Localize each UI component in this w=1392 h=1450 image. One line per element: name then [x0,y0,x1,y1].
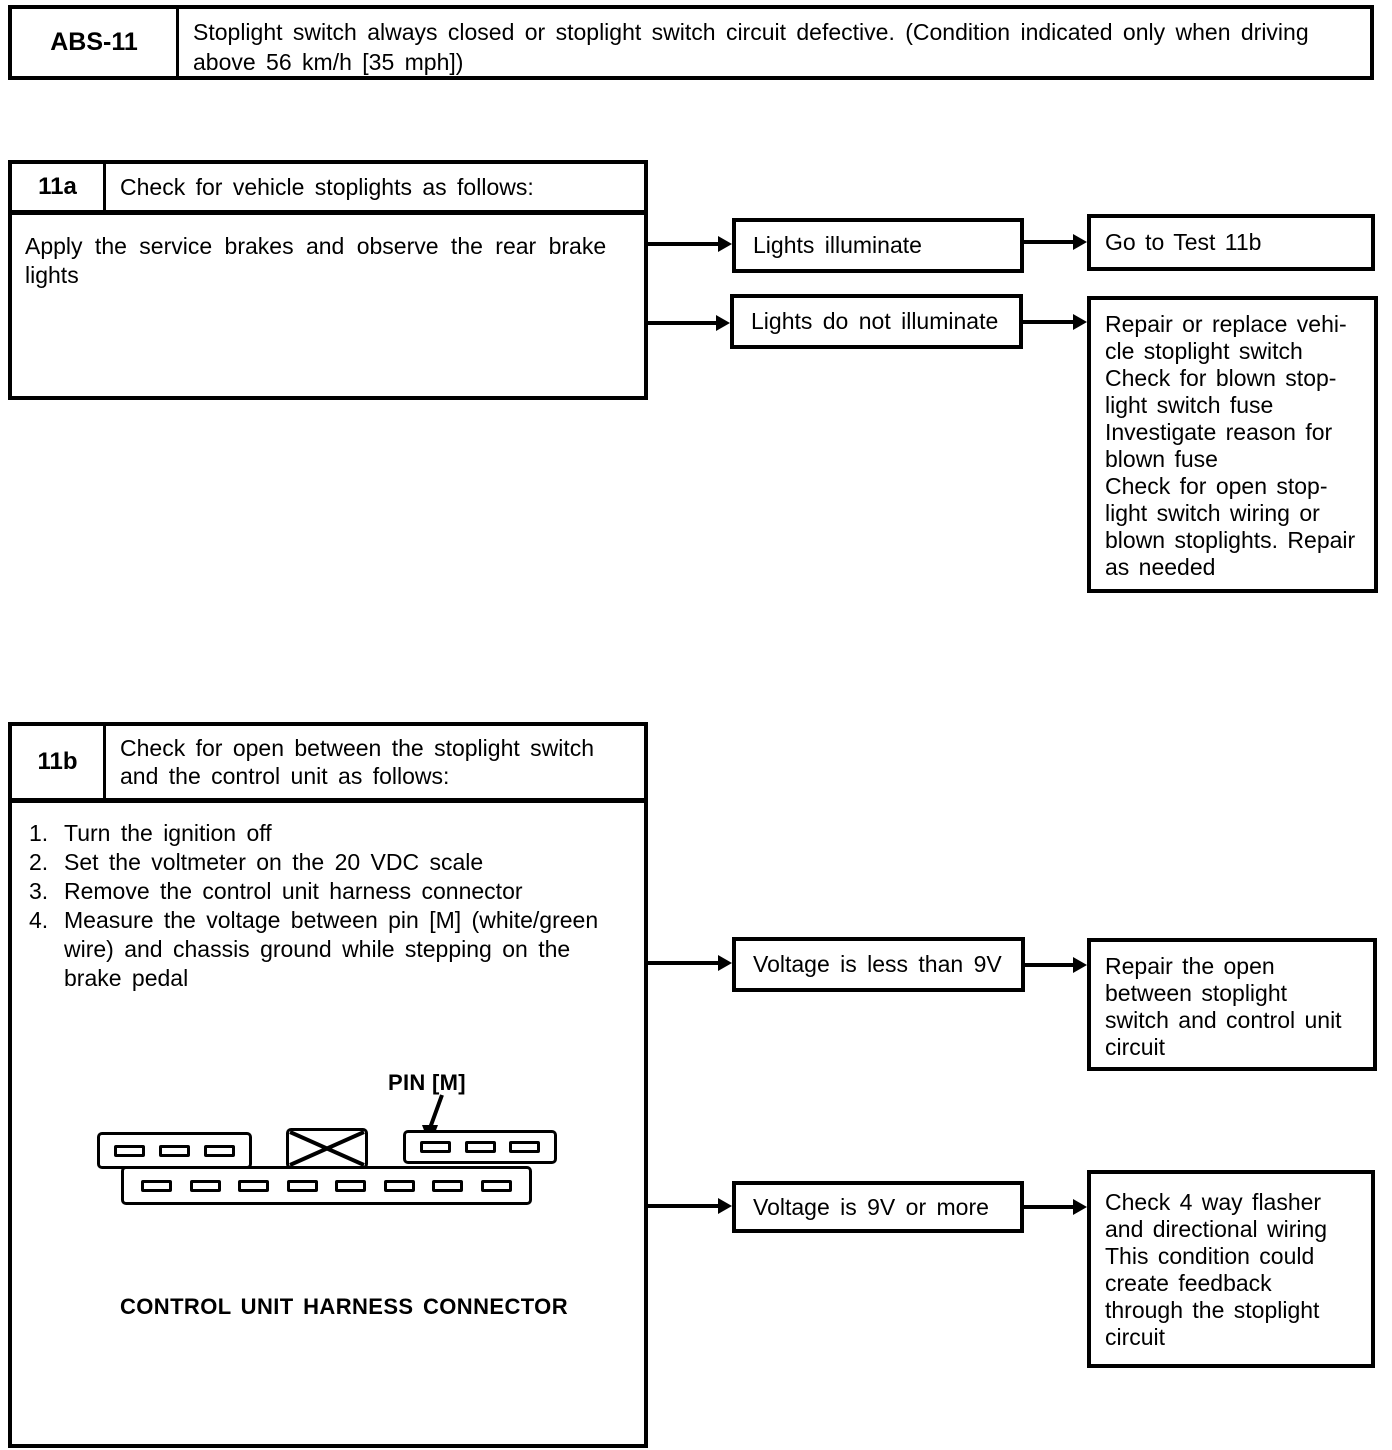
fault-description: Stoplight switch always closed or stopli… [193,19,1309,75]
connector-block-left [97,1132,252,1169]
test-11b-procedure-box: 1. Turn the ignition off 2. Set the volt… [8,799,648,1448]
condition-box-lights-do-not-illuminate: Lights do not illuminate [730,294,1023,349]
pin-slot [464,1141,496,1153]
arrowhead-icon [718,1198,732,1214]
connector-block-right [403,1130,557,1164]
arrowhead-icon [1073,234,1087,250]
action-box-check-flasher-wiring: Check 4 way flasher and directional wiri… [1087,1170,1375,1368]
pin-slot [189,1179,221,1192]
step-text: Turn the ignition off [64,820,272,846]
flow-line [648,1204,720,1208]
action-box-go-to-11b: Go to Test 11b [1087,214,1375,271]
flow-line [648,961,720,965]
flow-line [1024,1205,1075,1209]
pin-slot [335,1179,367,1192]
connector-caption: CONTROL UNIT HARNESS CONNECTOR [120,1294,568,1319]
pin-slot [238,1179,270,1192]
condition-box-voltage-9v-or-more: Voltage is 9V or more [732,1181,1024,1233]
flow-line [1025,963,1075,967]
condition-box-lights-illuminate: Lights illuminate [732,218,1024,273]
action-box-repair-stoplight-switch: Repair or replace vehi- cle stoplight sw… [1087,296,1378,593]
fault-code-header: ABS-11 Stoplight switch always closed or… [8,5,1374,80]
connector-block-keyway [286,1128,368,1169]
pin-slot [159,1144,190,1157]
pin-slot [432,1179,464,1192]
step-1: 1. Turn the ignition off [29,819,634,848]
step-number: 1. [29,820,49,846]
pin-slot [141,1179,173,1192]
pin-slot [286,1179,318,1192]
arrowhead-icon [1073,957,1087,973]
pin-slot [114,1144,145,1157]
x-mark-icon [289,1131,365,1166]
arrowhead-icon [718,236,732,252]
step-number: 4. [29,907,49,933]
arrowhead-icon [716,315,730,331]
flow-line [648,321,718,325]
pin-slot [204,1144,235,1157]
test-11b-header: 11b Check for open between the stoplight… [8,722,648,802]
pin-m-label: PIN [M] [388,1070,466,1095]
connector-block-bottom [121,1166,532,1205]
test-11b-steps: 1. Turn the ignition off 2. Set the volt… [12,803,644,993]
condition-box-voltage-less-than-9v: Voltage is less than 9V [732,937,1025,992]
step-3: 3. Remove the control unit harness conne… [29,877,634,906]
flow-line [648,242,722,246]
step-number: 2. [29,849,49,875]
step-text: Set the voltmeter on the 20 VDC scale [64,849,484,875]
step-number: 3. [29,878,49,904]
action-box-repair-open-circuit: Repair the open between stoplight switch… [1087,938,1377,1071]
pin-slot [509,1141,541,1153]
test-11a-id: 11a [12,164,106,210]
step-4: 4. Measure the voltage between pin [M] (… [29,906,634,993]
test-11a-procedure-box: Apply the service brakes and observe the… [8,211,648,400]
test-11a-header: 11a Check for vehicle stoplights as foll… [8,160,648,214]
test-11b-id: 11b [12,726,106,798]
pin-slot [383,1179,415,1192]
pin-slot [480,1179,512,1192]
test-11a-title: Check for vehicle stoplights as follows: [120,174,534,200]
fault-code: ABS-11 [12,9,179,76]
step-2: 2. Set the voltmeter on the 20 VDC scale [29,848,634,877]
arrowhead-icon [1073,1199,1087,1215]
flow-line [1023,320,1075,324]
flow-line [1024,240,1075,244]
test-11a-procedure: Apply the service brakes and observe the… [25,233,607,288]
arrowhead-icon [718,955,732,971]
test-11b-title: Check for open between the stoplight swi… [120,735,595,789]
step-text: Remove the control unit harness connecto… [64,878,523,904]
step-text: Measure the voltage between pin [M] (whi… [64,907,599,991]
arrowhead-icon [1073,314,1087,330]
pin-slot-m [419,1141,451,1153]
